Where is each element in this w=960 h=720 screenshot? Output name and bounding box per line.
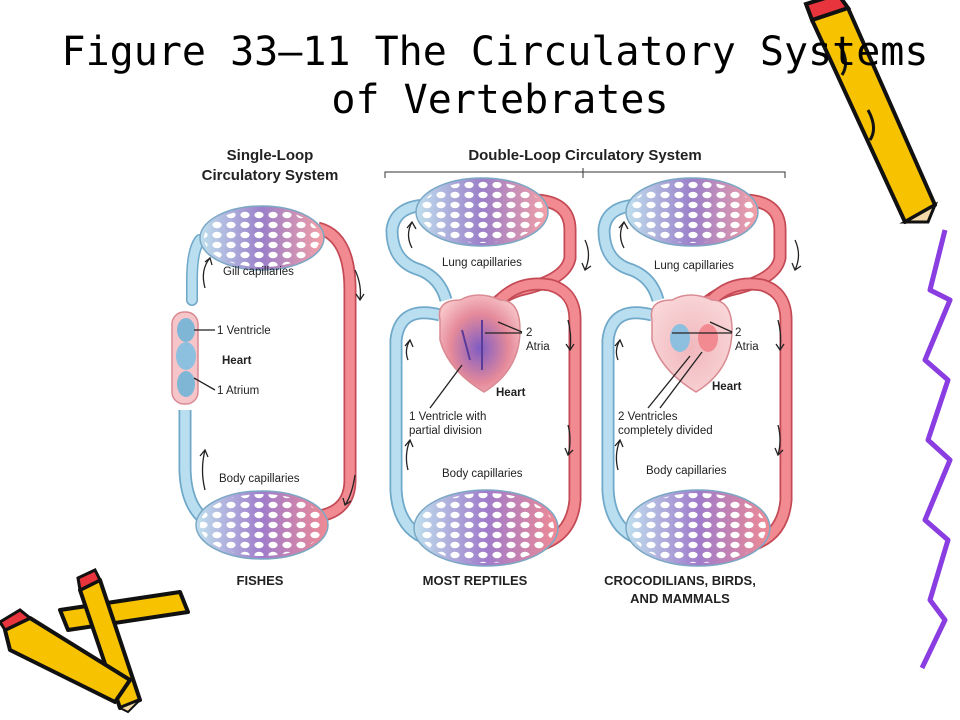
gill-capillary-bed <box>199 205 325 271</box>
mammal-atria-label: 2 Atria <box>735 327 759 353</box>
fish-ventricle-label: 1 Ventricle <box>217 325 271 337</box>
mammal-ventricles-label: 2 Ventricles completely divided <box>618 411 713 437</box>
mammal-caption: CROCODILIANS, BIRDS, AND MAMMALS <box>604 573 756 606</box>
single-loop-header: Single-Loop Circulatory System <box>201 147 339 184</box>
lung-capillary-bed-mammal <box>625 177 759 247</box>
mammal-heart <box>650 294 733 393</box>
reptile-caption: MOST REPTILES <box>422 573 528 588</box>
fish-atrium-label: 1 Atrium <box>217 385 260 397</box>
reptile-heart-label: Heart <box>496 387 526 399</box>
fish-heart <box>171 311 199 405</box>
fish-caption: FISHES <box>236 573 284 588</box>
fish-circuit <box>171 205 365 560</box>
double-loop-bracket <box>384 168 786 178</box>
reptile-atria-label: 2 Atria <box>526 327 550 353</box>
body-capillary-bed-fish <box>195 490 329 560</box>
reptile-lung-capillaries-label: Lung capillaries <box>442 257 522 269</box>
figure-title-line1: Figure 33–11 The Circulatory Systems <box>61 29 929 75</box>
figure-title-line2: of Vertebrates <box>331 77 669 123</box>
mammal-circuit <box>597 177 802 567</box>
double-loop-header: Double-Loop Circulatory System <box>468 147 702 164</box>
lung-capillary-bed-reptile <box>415 177 549 247</box>
reptile-circuit <box>385 177 592 567</box>
mammal-heart-label: Heart <box>712 381 742 393</box>
reptile-heart <box>438 294 521 393</box>
pencil-clipart-bottom-left <box>0 568 190 714</box>
mammal-body-capillaries-label: Body capillaries <box>646 465 727 477</box>
fish-gill-capillaries-label: Gill capillaries <box>223 266 294 278</box>
fish-heart-label: Heart <box>222 355 252 367</box>
reptile-body-capillaries-label: Body capillaries <box>442 468 523 480</box>
reptile-ventricle-label: 1 Ventricle with partial division <box>409 411 487 437</box>
fish-body-capillaries-label: Body capillaries <box>219 473 300 485</box>
purple-squiggle <box>919 229 953 670</box>
pencil-clipart-top-right <box>803 0 939 224</box>
body-capillary-bed-reptile <box>413 489 559 567</box>
mammal-lung-capillaries-label: Lung capillaries <box>654 260 734 272</box>
body-capillary-bed-mammal <box>625 489 771 567</box>
